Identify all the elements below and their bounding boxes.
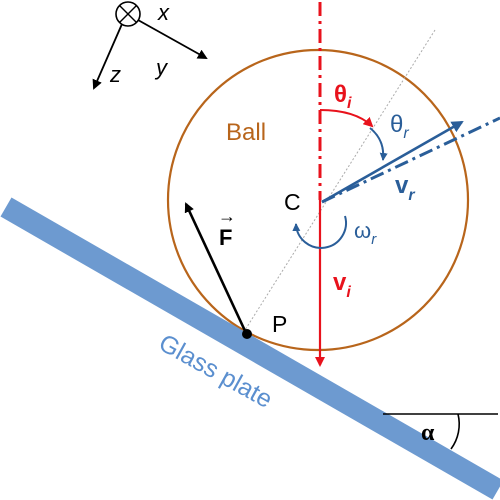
rebound-velocity-arrow [321,120,464,204]
y-axis-arrow [137,19,208,59]
theta-r-arc [369,127,388,161]
theta-r-label: θr [390,111,409,142]
alpha-arc [450,413,461,450]
v-i-label: vi [333,269,351,301]
ball-label: Ball [226,119,266,146]
v-r-label: vr [395,172,415,204]
omega-r-arc [292,215,347,249]
axis-z-label: z [109,62,121,87]
normal-guide-line [244,29,436,331]
ball-outline [166,48,470,352]
omega-r-label: ωr [354,218,377,248]
theta-i-arc [319,109,374,128]
axis-triad: x y z [92,0,208,90]
axis-y-label: y [154,55,169,80]
alpha-label: α [421,420,435,446]
force-arrow [184,202,248,334]
axis-x-label: x [157,0,170,25]
rebound-direction-line [321,116,500,204]
force-label: F [219,225,232,250]
theta-i-label: θi [334,81,352,112]
center-label: C [284,189,301,215]
contact-point-label: P [272,311,287,337]
dot-icon [242,329,252,339]
glass-plate [0,197,500,500]
force-vector-arrow: → [218,206,236,226]
z-axis-arrow [92,23,123,90]
